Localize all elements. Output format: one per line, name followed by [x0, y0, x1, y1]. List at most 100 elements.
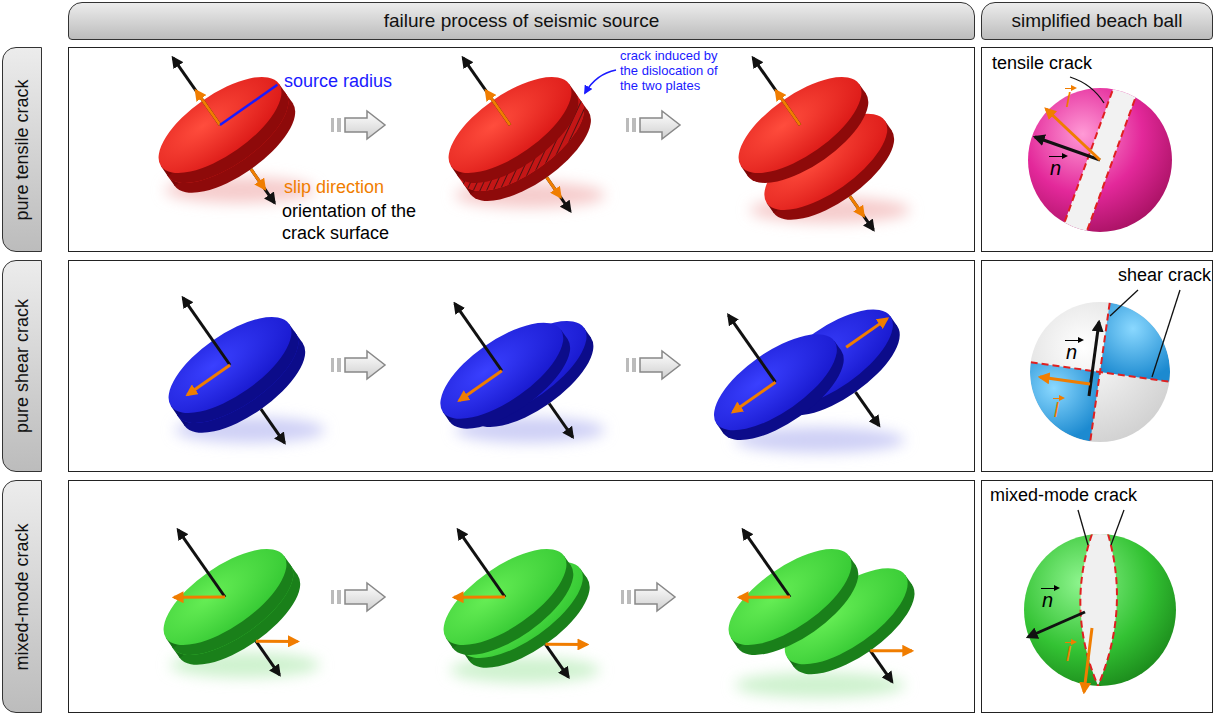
vector-symbol: l	[1064, 640, 1072, 668]
mixed-disc	[684, 468, 951, 717]
beach-ball	[1070, 77, 1104, 103]
process-arrow	[621, 583, 675, 611]
tensile-disc	[850, 196, 864, 216]
beach-ball	[1028, 77, 1172, 239]
process-arrow	[331, 351, 385, 379]
row-title: pure tensile crack	[12, 79, 33, 220]
beach-ball	[1084, 628, 1092, 692]
vector-symbol: l	[1052, 396, 1060, 424]
mixed-disc	[174, 573, 225, 621]
beach-ball	[1040, 377, 1090, 384]
tensile-disc	[776, 91, 800, 125]
mixed-disc	[739, 573, 790, 621]
annotation-label: orientation of the crack surface	[282, 200, 432, 244]
mixed-disc	[429, 531, 588, 673]
beach-ball	[1021, 293, 1179, 451]
crack-label: mixed-mode crack	[990, 484, 1137, 506]
shear-disc	[669, 239, 938, 501]
header-text: simplified beach ball	[1011, 10, 1182, 32]
beach-ball	[1046, 109, 1100, 160]
beach-ball	[1111, 510, 1124, 545]
vector-symbol: n	[1040, 586, 1055, 614]
beach-ball	[1028, 88, 1172, 232]
shear-disc	[154, 299, 313, 441]
shear-disc	[549, 403, 573, 437]
crack-label: tensile crack	[992, 52, 1092, 74]
tensile-disc	[547, 177, 571, 211]
row-title: pure shear crack	[12, 299, 33, 433]
tensile-disc	[196, 91, 220, 125]
leader-arrow	[585, 70, 616, 93]
vector-symbol: l	[1064, 86, 1072, 114]
shear-disc	[846, 319, 887, 348]
beach-ball	[1080, 534, 1117, 686]
mixed-disc	[743, 530, 790, 597]
process-arrow	[626, 111, 680, 139]
beach-ball	[1028, 612, 1085, 637]
crack-label: shear crack	[1118, 264, 1211, 286]
tensile-disc	[220, 85, 277, 125]
shear-disc	[455, 304, 502, 371]
beach-ball	[1080, 534, 1117, 686]
tensile-disc	[251, 169, 275, 203]
annotation-label: source radius	[284, 70, 392, 92]
shear-disc	[426, 305, 585, 447]
beach-ball	[1021, 290, 1180, 451]
header-bar: simplified beach ball	[981, 2, 1213, 40]
beach-ball	[1078, 510, 1088, 545]
tensile-disc	[850, 196, 874, 230]
row-tab: pure tensile crack	[2, 47, 42, 252]
shear-disc	[733, 382, 776, 412]
shear-disc	[699, 316, 858, 458]
shear-disc	[728, 315, 775, 382]
beach-ball	[1080, 534, 1098, 686]
beach-ball	[1098, 534, 1117, 686]
tensile-disc	[486, 91, 510, 125]
beach-ball	[1024, 510, 1176, 692]
shear-disc	[124, 257, 343, 485]
header-text: failure process of seismic source	[384, 10, 660, 32]
process-arrow	[331, 583, 385, 611]
mixed-disc	[399, 485, 627, 717]
mixed-disc	[454, 573, 505, 621]
disc-shadow	[735, 672, 905, 698]
vector-symbol: n	[1048, 154, 1063, 182]
tensile-disc	[753, 58, 800, 125]
mixed-disc	[870, 631, 912, 670]
beach-ball	[1110, 290, 1138, 316]
mixed-disc	[119, 489, 338, 717]
vector-symbol: n	[1064, 338, 1079, 366]
shear-disc	[459, 371, 502, 401]
beach-ball	[1024, 534, 1176, 686]
beach-ball	[1152, 290, 1180, 377]
mixed-disc	[458, 530, 505, 597]
annotation-label: slip direction	[284, 176, 384, 198]
tensile-disc	[144, 59, 303, 201]
tensile-disc	[694, 17, 932, 272]
row-title: mixed-mode crack	[12, 523, 33, 670]
mixed-disc	[149, 531, 308, 673]
shear-disc	[183, 298, 230, 365]
mixed-disc	[870, 651, 892, 682]
tensile-disc	[434, 59, 593, 201]
mixed-disc	[545, 644, 568, 677]
tensile-disc	[251, 169, 265, 189]
beach-ball	[1021, 362, 1100, 441]
tensile-disc	[173, 58, 220, 125]
tensile-disc	[547, 177, 561, 197]
tensile-disc	[724, 59, 883, 201]
shear-disc	[261, 409, 285, 443]
shear-disc	[187, 365, 230, 395]
beach-ball	[1084, 89, 1139, 239]
beach-ball	[1089, 322, 1099, 396]
mixed-disc	[714, 531, 873, 673]
row-tab: mixed-mode crack	[2, 480, 42, 713]
process-arrow	[626, 351, 680, 379]
shear-disc	[396, 251, 632, 490]
tensile-disc	[404, 17, 629, 253]
tensile-disc	[463, 58, 510, 125]
process-arrow	[331, 111, 385, 139]
mixed-disc	[178, 530, 225, 597]
beach-ball	[1021, 293, 1179, 451]
